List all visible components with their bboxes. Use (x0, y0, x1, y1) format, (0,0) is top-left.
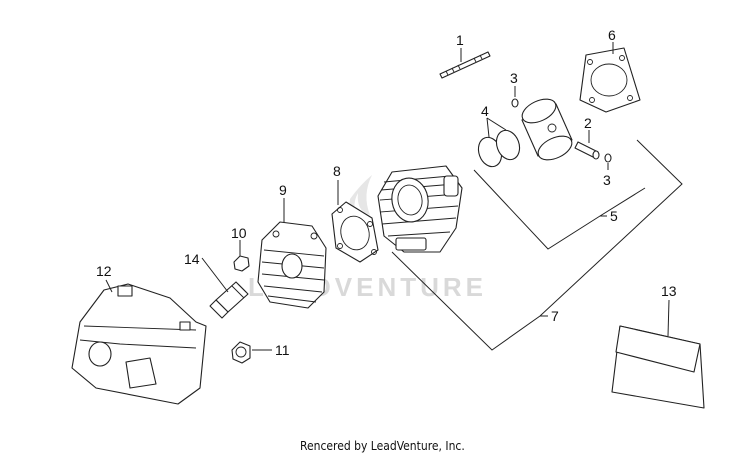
callout-12: 12 (96, 263, 112, 279)
part-12-cylinder-shroud[interactable] (71, 283, 207, 405)
callout-9: 9 (279, 182, 287, 198)
leader-12 (105, 279, 113, 293)
callout-14: 14 (184, 251, 200, 267)
leader-4a (486, 117, 490, 138)
part-3-circlip-bottom[interactable] (604, 153, 612, 163)
callout-3a: 3 (510, 70, 518, 86)
callout-4: 4 (481, 103, 489, 119)
bracket-5 (473, 169, 646, 250)
callout-11: 11 (275, 342, 290, 358)
callout-7: 7 (551, 308, 559, 324)
part-11-plug-cap[interactable] (231, 341, 251, 364)
callout-3b: 3 (603, 172, 611, 188)
callout-13: 13 (661, 283, 677, 299)
part-3-circlip-top[interactable] (511, 98, 519, 108)
part-4-piston-rings[interactable] (475, 127, 524, 170)
part-10-nut[interactable] (233, 255, 250, 272)
part-14-spark-plug[interactable] (209, 281, 249, 319)
callout-8: 8 (333, 163, 341, 179)
leader-13 (667, 299, 670, 337)
footer-credit: Rencered by LeadVenture, Inc. (300, 439, 465, 453)
callout-2: 2 (584, 115, 592, 131)
part-1-stud-bolt[interactable] (439, 51, 491, 79)
callout-1: 1 (456, 32, 464, 48)
callout-5: 5 (610, 208, 618, 224)
part-13-gasket-kit-package[interactable] (611, 325, 705, 409)
part-6-gasket[interactable] (579, 47, 641, 113)
part-8-head-gasket[interactable] (331, 201, 379, 263)
part-2-piston-pin[interactable] (574, 141, 600, 160)
leader-4b (486, 117, 507, 131)
cylinder[interactable] (377, 165, 463, 253)
callout-10: 10 (231, 225, 247, 241)
watermark-logo (349, 175, 372, 223)
piston[interactable] (518, 94, 575, 164)
callout-6: 6 (608, 27, 616, 43)
leader-14 (201, 257, 229, 293)
part-9-cylinder-head[interactable] (257, 221, 327, 309)
